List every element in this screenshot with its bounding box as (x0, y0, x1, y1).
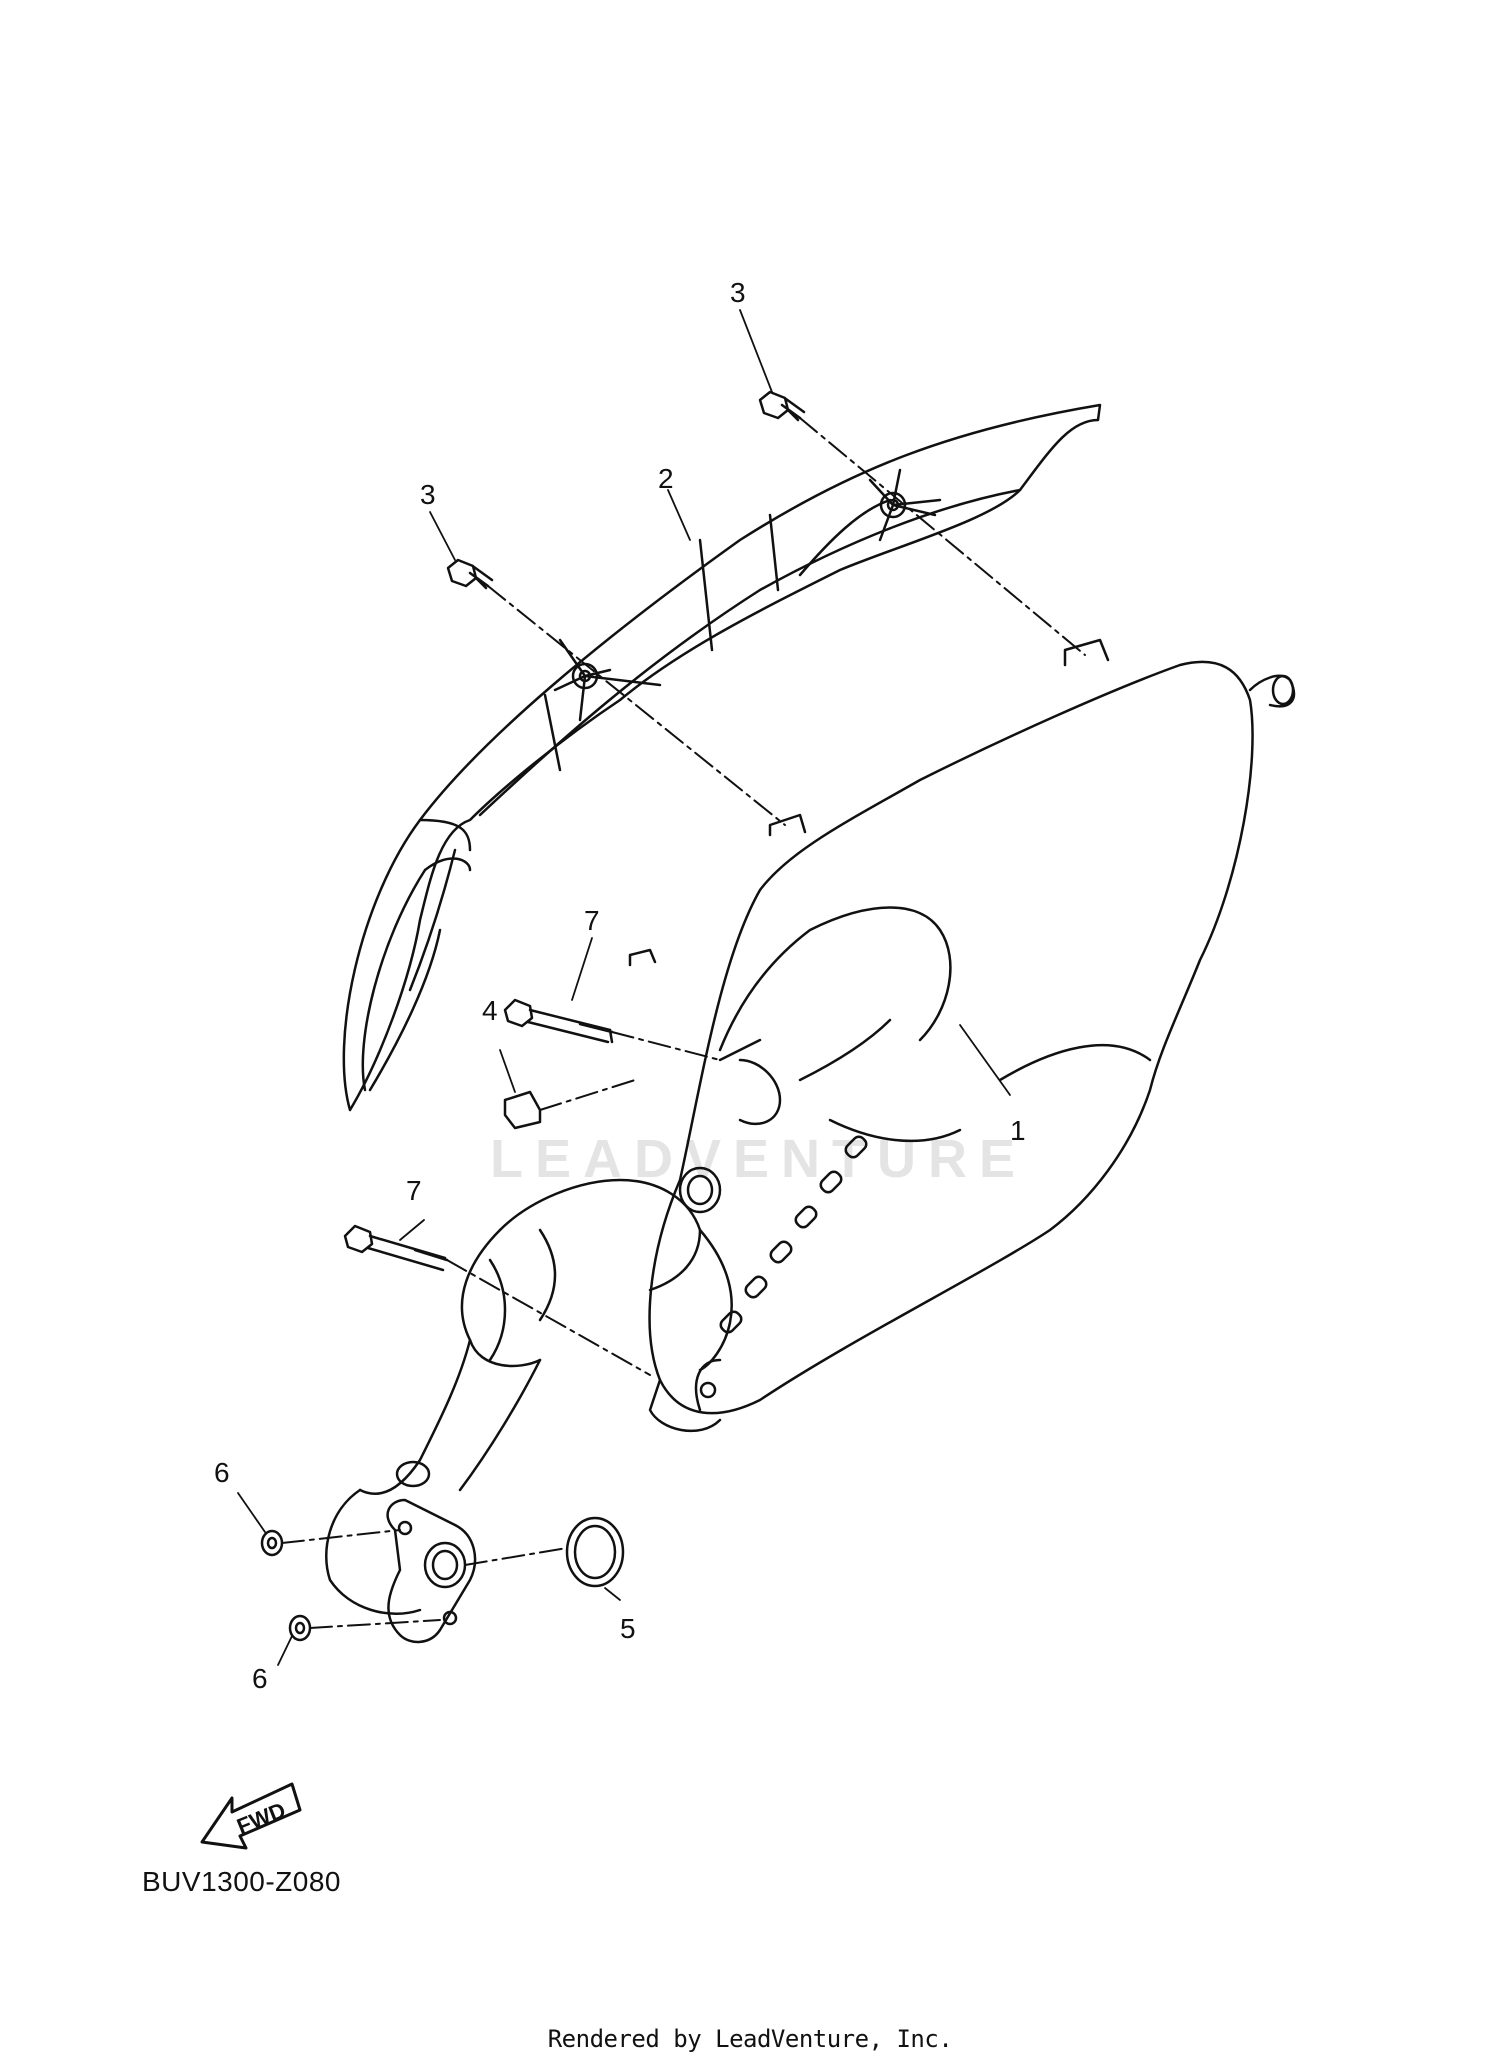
muffler-guard-part (342, 403, 1102, 1112)
callout-2: 2 (658, 463, 674, 494)
gasket-part (565, 1516, 625, 1588)
render-credit: Rendered by LeadVenture, Inc. (547, 2025, 953, 2053)
long-bolt-lower (343, 1224, 449, 1272)
callout-4: 4 (482, 995, 498, 1026)
callout-5: 5 (620, 1613, 636, 1644)
diagram-code: BUV1300-Z080 (142, 1866, 342, 1897)
callout-3-lower: 3 (420, 479, 436, 510)
long-bolt-upper (503, 998, 614, 1044)
bolt-part-upper-left (446, 558, 494, 590)
callout-7-lower: 7 (406, 1175, 422, 1206)
callout-1: 1 (1010, 1115, 1026, 1146)
assembly-lines (281, 417, 1086, 1629)
washer-part-lower (288, 1614, 312, 1642)
callout-6-upper: 6 (214, 1457, 230, 1488)
muffler-body-part (325, 638, 1296, 1615)
callout-6-lower: 6 (252, 1663, 268, 1694)
forward-direction-arrow-icon: FWD (200, 1782, 302, 1850)
clip-nut-part (503, 1090, 542, 1130)
bolt-part-upper-right (758, 390, 806, 422)
fwd-label: FWD (233, 1797, 289, 1839)
leader-lines (237, 309, 1011, 1666)
washer-part-upper (260, 1529, 284, 1557)
callout-3-upper: 3 (730, 277, 746, 308)
callout-7-upper: 7 (584, 905, 600, 936)
